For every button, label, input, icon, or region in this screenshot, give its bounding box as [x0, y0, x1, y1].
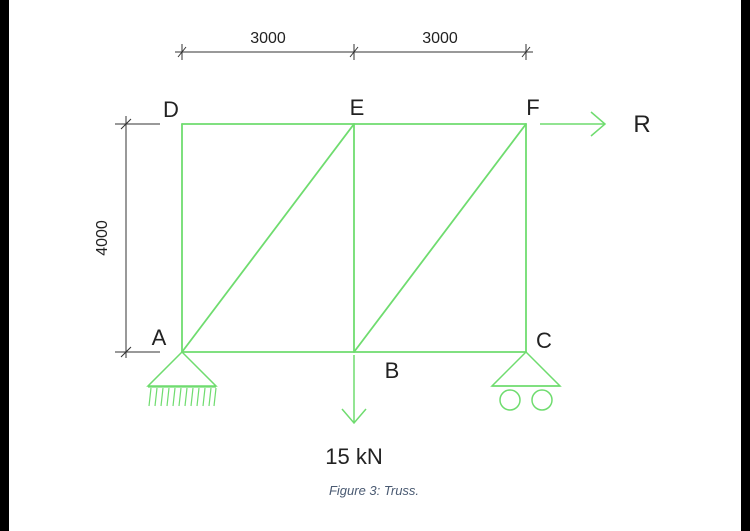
member-AE	[181, 123, 355, 353]
node-label-F: F	[526, 95, 539, 120]
dimension-lines	[115, 44, 533, 358]
member-BF	[353, 123, 527, 353]
roller-wheel-left	[499, 389, 521, 411]
node-label-D: D	[163, 97, 179, 122]
pin-triangle	[146, 350, 218, 387]
load-arrow-head	[341, 408, 367, 425]
dim-slash-top	[120, 118, 132, 130]
dim-slash-bottom	[120, 346, 132, 358]
roller-wheel-right	[531, 389, 553, 411]
span-1-label: 3000	[250, 30, 286, 47]
roller-support-C	[490, 350, 562, 411]
dim-slash-left	[177, 46, 187, 58]
reaction-arrow-head	[590, 111, 607, 137]
dim-slash-mid	[349, 46, 359, 58]
diagram-panel	[9, 0, 741, 531]
load-label: 15 kN	[325, 444, 382, 469]
span-2-label: 3000	[422, 30, 458, 47]
reaction-arrow-F	[540, 111, 607, 137]
height-label: 4000	[94, 220, 111, 256]
truss-members	[181, 123, 527, 353]
ground-hatch	[148, 386, 217, 407]
node-label-A: A	[152, 325, 167, 350]
load-arrow-B	[341, 355, 367, 425]
roller-triangle	[490, 350, 562, 387]
node-label-B: B	[385, 358, 400, 383]
dim-slash-right	[521, 46, 531, 58]
figure-caption: Figure 3: Truss.	[329, 483, 419, 498]
pin-support-A	[146, 350, 218, 407]
reaction-label: R	[633, 111, 650, 138]
node-label-E: E	[350, 95, 365, 120]
node-label-C: C	[536, 328, 552, 353]
